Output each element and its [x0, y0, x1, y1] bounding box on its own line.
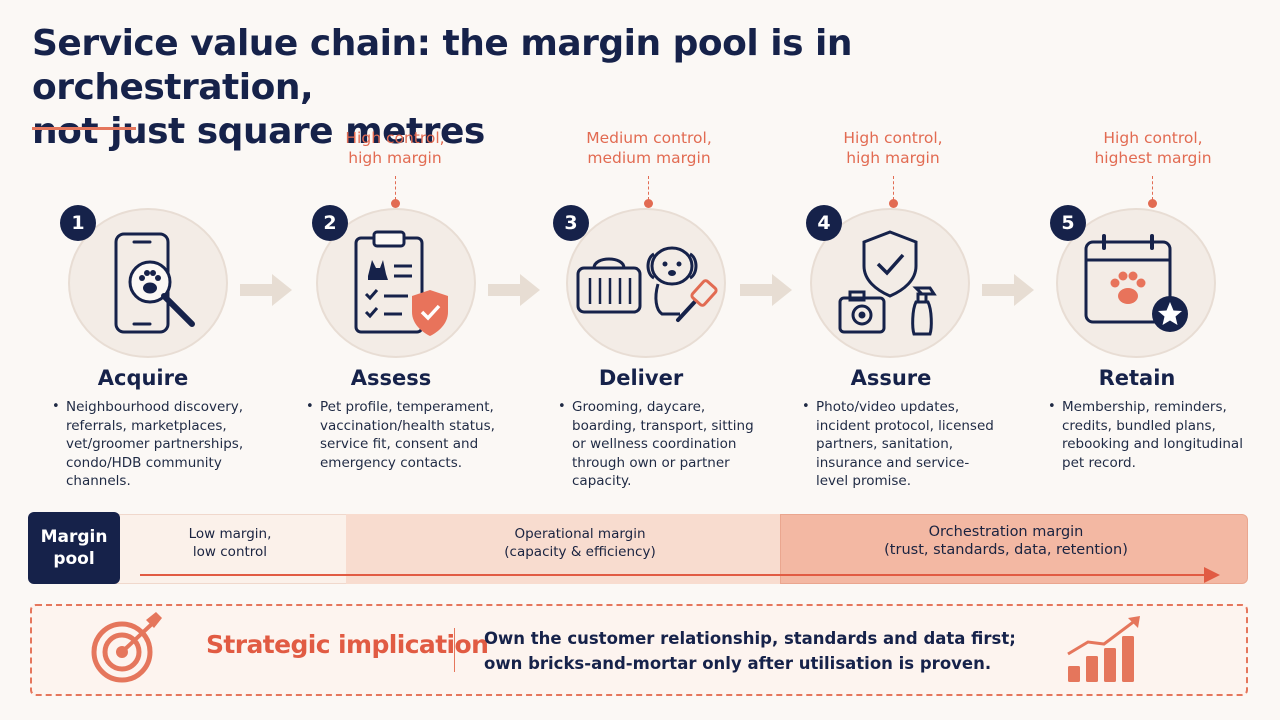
- implication-line-1: Own the customer relationship, standards…: [484, 629, 1016, 648]
- title-line-1: Service value chain: the margin pool is …: [32, 23, 853, 108]
- phone-paw-search-icon: [114, 232, 195, 334]
- margin-direction-arrow-icon: [140, 567, 1220, 583]
- stage-circle: [1056, 208, 1216, 358]
- stage-description: Photo/video updates, incident protocol, …: [800, 398, 1000, 491]
- stage-title: Assure: [850, 366, 932, 390]
- margin-pool-label: Margin pool: [28, 512, 120, 584]
- stage-circle: [566, 208, 726, 358]
- step-badge: 1: [60, 205, 96, 241]
- margin-pool-label-line-2: pool: [53, 549, 95, 569]
- control-label: High control, high margin: [788, 128, 998, 168]
- strategic-implication-text: Own the customer relationship, standards…: [484, 626, 1044, 676]
- growth-bar-chart-icon: [1067, 616, 1140, 682]
- flow-arrow-icon: [240, 274, 292, 306]
- connector-stem: [1152, 176, 1153, 200]
- connector-dot: [644, 199, 653, 208]
- shield-camera-spray-icon: [838, 230, 937, 336]
- band-label-line-2: (trust, standards, data, retention): [884, 542, 1128, 558]
- band-orchestration: [780, 514, 1248, 584]
- band-label-line-2: low control: [192, 544, 268, 560]
- margin-pool-label-line-1: Margin: [40, 527, 108, 547]
- stage-title: Retain: [1098, 366, 1176, 390]
- band-operational: [346, 514, 782, 584]
- control-line-2: high margin: [846, 149, 940, 167]
- strategic-implication-title: Strategic implication: [206, 630, 489, 659]
- control-line-2: high margin: [348, 149, 442, 167]
- implication-line-2: own bricks-and-mortar only after utilisa…: [484, 654, 992, 673]
- control-line-1: High control,: [345, 129, 445, 147]
- flow-arrow-icon: [740, 274, 792, 306]
- control-label: Medium control, medium margin: [544, 128, 754, 168]
- connector-stem: [893, 176, 894, 200]
- band-label-line-1: Operational margin: [514, 526, 646, 542]
- stage-description: Pet profile, temperament, vaccination/he…: [304, 398, 504, 472]
- title-line-2: not just square metres: [32, 111, 485, 152]
- connector-stem: [648, 176, 649, 200]
- control-line-1: High control,: [843, 129, 943, 147]
- stage-title: Acquire: [97, 366, 189, 390]
- step-badge: 5: [1050, 205, 1086, 241]
- band-low: [110, 514, 348, 584]
- stage-title: Assess: [350, 366, 432, 390]
- target-icon: [91, 612, 162, 683]
- step-badge: 3: [553, 205, 589, 241]
- stage-description: Neighbourhood discovery, referrals, mark…: [50, 398, 250, 491]
- step-badge: 4: [806, 205, 842, 241]
- band-label-line-2: (capacity & efficiency): [504, 544, 656, 560]
- band-label-line-1: Orchestration margin: [928, 524, 1084, 540]
- flow-arrow-icon: [488, 274, 540, 306]
- control-label: High control, highest margin: [1048, 128, 1258, 168]
- control-line-1: Medium control,: [586, 129, 712, 147]
- step-badge: 2: [312, 205, 348, 241]
- stage-description: Grooming, daycare, boarding, transport, …: [556, 398, 756, 491]
- stage-description: Membership, reminders, credits, bundled …: [1046, 398, 1246, 472]
- strategic-implication-box: [30, 604, 1248, 696]
- connector-dot: [1148, 199, 1157, 208]
- connector-dot: [391, 199, 400, 208]
- page-title: Service value chain: the margin pool is …: [32, 22, 1132, 154]
- stage-title: Deliver: [598, 366, 684, 390]
- clipboard-shield-icon: [354, 230, 448, 336]
- band-label-operational: Operational margin (capacity & efficienc…: [430, 525, 730, 561]
- control-line-1: High control,: [1103, 129, 1203, 147]
- carrier-dog-brush-icon: [576, 246, 718, 322]
- calendar-paw-star-icon: [1084, 234, 1188, 332]
- divider: [454, 628, 455, 672]
- band-label-orchestration: Orchestration margin (trust, standards, …: [826, 523, 1186, 559]
- band-label-line-1: Low margin,: [188, 526, 272, 542]
- control-label: High control, high margin: [290, 128, 500, 168]
- control-line-2: medium margin: [587, 149, 711, 167]
- flow-arrow-icon: [982, 274, 1034, 306]
- control-line-2: highest margin: [1094, 149, 1212, 167]
- connector-dot: [889, 199, 898, 208]
- title-underline: [32, 127, 136, 130]
- connector-stem: [395, 176, 396, 200]
- band-label-low: Low margin, low control: [150, 525, 310, 561]
